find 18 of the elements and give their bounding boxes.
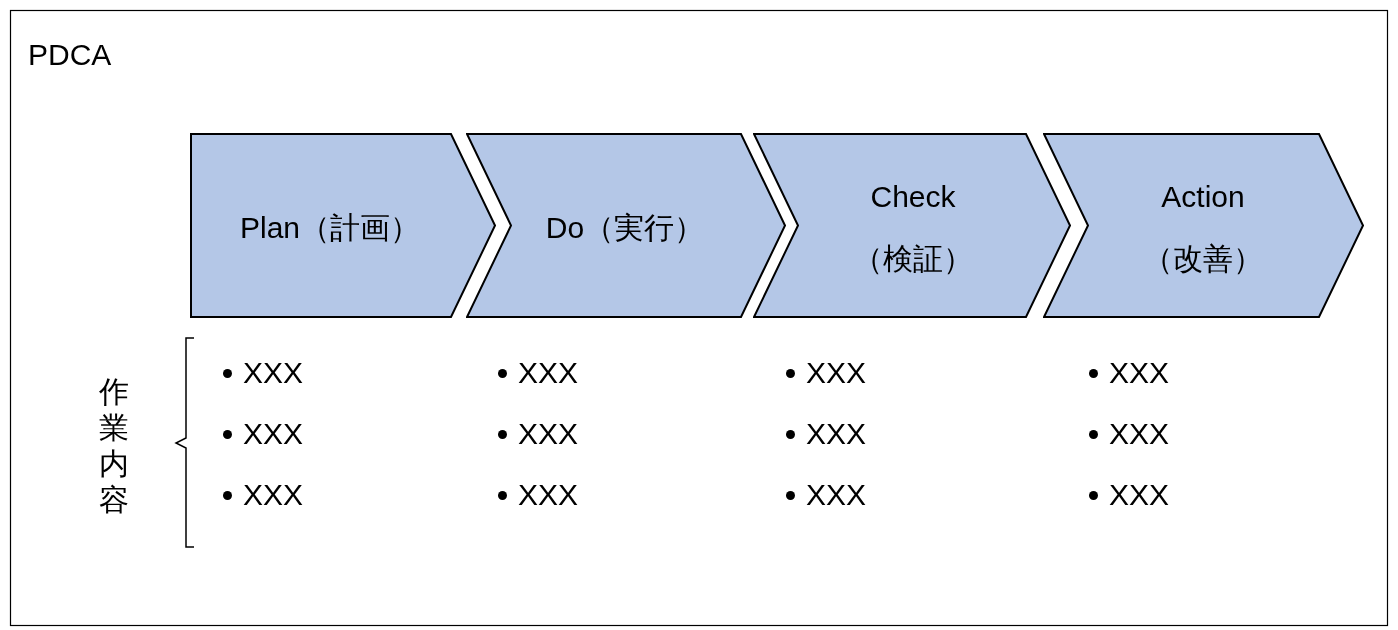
list-item: XXX — [806, 478, 867, 512]
title: PDCA — [28, 38, 112, 72]
step-label: Check （検証） — [852, 178, 974, 277]
step-label: Plan（計画） — [238, 209, 421, 246]
list-item: XXX — [518, 417, 579, 451]
list-item: XXX — [1109, 356, 1170, 390]
list-item: XXX — [806, 417, 867, 451]
step-label: Do（実行） — [544, 209, 706, 246]
list-item: XXX — [806, 356, 867, 390]
list-item: XXX — [1109, 417, 1170, 451]
list-item: XXX — [243, 478, 304, 512]
list-item: XXX — [518, 356, 579, 390]
list-item: XXX — [1109, 478, 1170, 512]
list-item: XXX — [243, 417, 304, 451]
step-label: Action （改善） — [1142, 178, 1264, 277]
side-label: 作業内容 — [98, 374, 130, 518]
list-item: XXX — [518, 478, 579, 512]
list-item: XXX — [243, 356, 304, 390]
